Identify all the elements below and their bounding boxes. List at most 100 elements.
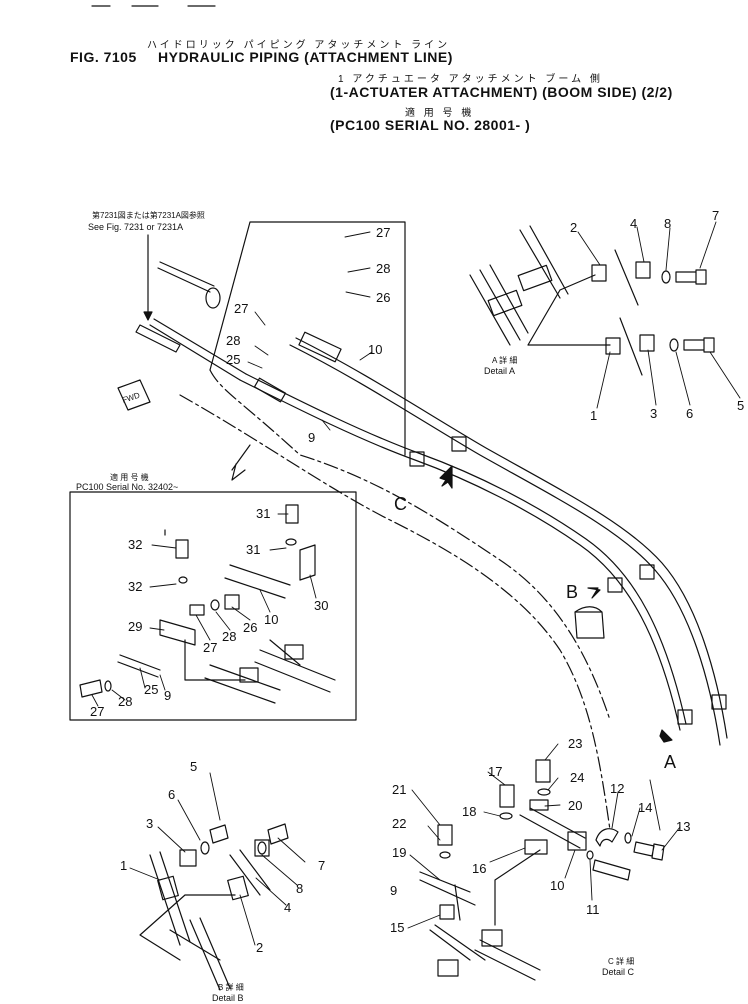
callout-26: 26 — [243, 620, 257, 635]
hose-fitting — [298, 331, 342, 363]
title-japanese: ハイドロリック パイピング アタッチメント ライン — [147, 40, 451, 51]
inset-drawing — [79, 504, 336, 704]
callout-5: 5 — [737, 398, 744, 413]
callout-3: 3 — [146, 816, 153, 831]
callout-7: 7 — [318, 858, 325, 873]
callout-8: 8 — [296, 881, 303, 896]
inset-serial: PC100 Serial No. 32402~ — [76, 482, 178, 492]
callout-32: 32 — [128, 579, 142, 594]
hose-clamp — [607, 577, 623, 593]
callout-4: 4 — [284, 900, 291, 915]
callout-16: 16 — [472, 861, 486, 876]
callout-31: 31 — [256, 506, 270, 521]
pipe-flange — [205, 287, 221, 309]
callout-27: 27 — [234, 301, 248, 316]
callout-9: 9 — [164, 688, 171, 703]
callout-14: 14 — [638, 800, 652, 815]
subtitle-japanese: 1 アクチュエータ アタッチメント ブーム 側 — [338, 74, 603, 85]
detail-c-label-japanese: C 詳 細 — [608, 956, 634, 966]
serial-range: (PC100 SERIAL NO. 28001- ) — [330, 117, 531, 133]
callout-28: 28 — [222, 629, 236, 644]
hose-fitting — [253, 377, 287, 403]
inset-applicable-japanese: 適 用 号 機 — [110, 472, 149, 482]
detail-a-label: Detail A — [484, 366, 515, 376]
callout-28: 28 — [226, 333, 240, 348]
callout-6: 6 — [168, 787, 175, 802]
see-figure-note-japanese: 第7231図または第7231A図参照 — [92, 210, 205, 220]
callout-7: 7 — [712, 208, 719, 223]
callout-19: 19 — [392, 845, 406, 860]
callout-12: 12 — [610, 781, 624, 796]
fwd-arrow — [117, 379, 151, 411]
callout-9: 9 — [308, 430, 315, 445]
callout-6: 6 — [686, 406, 693, 421]
callout-26: 26 — [376, 290, 390, 305]
region-frame — [209, 221, 406, 456]
callout-27: 27 — [203, 640, 217, 655]
callout-2: 2 — [570, 220, 577, 235]
callout-24: 24 — [570, 770, 584, 785]
detail-b-label-japanese: B 詳 細 — [218, 982, 244, 992]
hose-clamp — [409, 451, 425, 467]
callout-9: 9 — [390, 883, 397, 898]
arrow-head — [143, 311, 153, 321]
fwd-label: FWD — [121, 391, 141, 405]
callout-21: 21 — [392, 782, 406, 797]
callout-10: 10 — [264, 612, 278, 627]
view-label-c: C — [394, 494, 407, 514]
figure-title: HYDRAULIC PIPING (ATTACHMENT LINE) — [158, 49, 453, 65]
hose-clamp — [451, 436, 467, 452]
detail-a-label-japanese: A 詳 細 — [492, 355, 517, 365]
detail-c-drawing — [419, 759, 665, 981]
callout-23: 23 — [568, 736, 582, 751]
callout-10: 10 — [550, 878, 564, 893]
detail-b-label: Detail B — [212, 993, 244, 1003]
detail-b-drawing — [139, 823, 289, 991]
see-figure-note: See Fig. 7231 or 7231A — [88, 222, 183, 232]
boom-outline — [209, 369, 611, 721]
view-label-a: A — [664, 752, 676, 772]
callout-2: 2 — [256, 940, 263, 955]
callout-18: 18 — [462, 804, 476, 819]
view-arrow-c — [439, 465, 453, 489]
callout-1: 1 — [120, 858, 127, 873]
callout-1: 1 — [590, 408, 597, 423]
callout-29: 29 — [128, 619, 142, 634]
callout-30: 30 — [314, 598, 328, 613]
callout-27: 27 — [90, 704, 104, 719]
hose-clamp — [677, 709, 693, 725]
callout-20: 20 — [568, 798, 582, 813]
callout-15: 15 — [390, 920, 404, 935]
hose-clamp — [639, 564, 655, 580]
view-arrow-a — [659, 729, 673, 743]
inset-arrow — [231, 444, 251, 481]
callout-28: 28 — [118, 694, 132, 709]
callout-8: 8 — [664, 216, 671, 231]
callout-32: 31 — [246, 542, 260, 557]
detail-a-drawing — [469, 225, 715, 376]
view-arrow-b — [587, 587, 601, 599]
callout-22: 22 — [392, 816, 406, 831]
callout-25: 25 — [144, 682, 158, 697]
callout-11: 11 — [586, 902, 600, 917]
callout-13: 13 — [676, 819, 690, 834]
callout-17: 17 — [488, 764, 502, 779]
callout-10: 10 — [368, 342, 382, 357]
callout-5: 5 — [190, 759, 197, 774]
callout-25: 25 — [226, 352, 240, 367]
boom-outline — [179, 394, 611, 831]
hose-assembly — [149, 318, 728, 746]
boom-cap — [574, 606, 605, 639]
view-label-b: B — [566, 582, 578, 602]
callout-31: 32 — [128, 537, 142, 552]
callout-4: 4 — [630, 216, 637, 231]
inset-frame — [69, 491, 357, 721]
hose-clamp — [711, 694, 727, 710]
leader-lines — [91, 221, 741, 946]
callout-28: 28 — [376, 261, 390, 276]
subtitle: (1-ACTUATER ATTACHMENT) (BOOM SIDE) (2/2… — [330, 84, 673, 100]
callout-27: 27 — [376, 225, 390, 240]
detail-c-label: Detail C — [602, 967, 635, 977]
applicable-japanese: 適 用 号 機 — [405, 108, 475, 119]
figure-number: FIG. 7105 — [70, 49, 137, 65]
